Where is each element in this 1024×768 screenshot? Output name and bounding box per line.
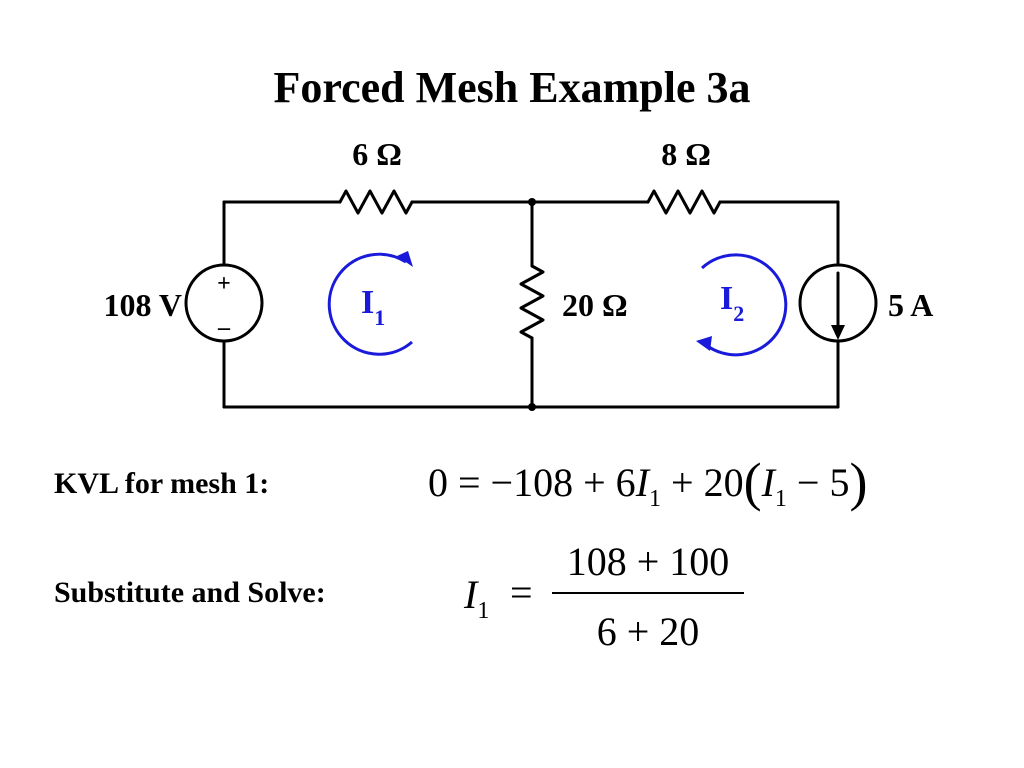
solve-eq-sub: 1	[477, 598, 489, 624]
mesh1-arc	[327, 252, 413, 356]
solve-eq-equals: =	[510, 570, 533, 615]
kvl-eq-part3: − 5	[787, 460, 850, 505]
solve-eq-denominator: 6 + 20	[597, 609, 700, 654]
kvl-eq-paren-open: (	[744, 452, 762, 512]
resistor-8-ohm	[646, 189, 722, 215]
mesh1-label: I1	[361, 284, 385, 330]
polarity-minus: –	[217, 315, 231, 341]
solve-eq-lhs: I1	[463, 572, 489, 624]
mesh2-arc	[700, 253, 788, 357]
kvl-eq-sub2: 1	[775, 486, 787, 512]
junction-top	[528, 198, 536, 206]
kvl-eq-var1: I	[635, 460, 651, 505]
resistor-20-ohm-label: 20 Ω	[562, 287, 628, 323]
solve-label: Substitute and Solve:	[54, 576, 326, 609]
mesh1-arrow-head-icon	[397, 251, 413, 267]
mesh2-arrow-head-icon	[696, 336, 712, 351]
solve-eq-var: I	[463, 572, 479, 617]
mesh1-letter: I	[361, 284, 374, 321]
solve-eq-numerator: 108 + 100	[567, 539, 730, 584]
resistor-6-ohm	[338, 189, 414, 215]
polarity-plus: +	[217, 271, 231, 297]
kvl-eq-paren-close: )	[849, 452, 867, 512]
current-source-arrow-head-icon	[831, 325, 845, 340]
kvl-label: KVL for mesh 1:	[54, 467, 270, 500]
resistor-20-ohm	[519, 264, 545, 340]
kvl-eq-part2: + 20	[661, 460, 744, 505]
voltage-source-label: 108 V	[103, 287, 182, 323]
mesh2-letter: I	[720, 280, 733, 317]
kvl-eq-part1: 0 = −108 + 6	[428, 460, 636, 505]
resistor-8-ohm-label: 8 Ω	[661, 136, 711, 172]
mesh1-sub: 1	[374, 305, 385, 330]
junction-bottom	[528, 403, 536, 411]
kvl-equation: 0 = −108 + 6I1 + 20(I1 − 5)	[428, 452, 867, 512]
kvl-eq-sub1: 1	[649, 486, 661, 512]
mesh2-label: I2	[720, 280, 744, 326]
kvl-eq-var2: I	[761, 460, 777, 505]
current-source-label: 5 A	[888, 287, 933, 323]
mesh2-sub: 2	[733, 301, 744, 326]
resistor-6-ohm-label: 6 Ω	[352, 136, 402, 172]
slide-title: Forced Mesh Example 3a	[273, 63, 751, 112]
